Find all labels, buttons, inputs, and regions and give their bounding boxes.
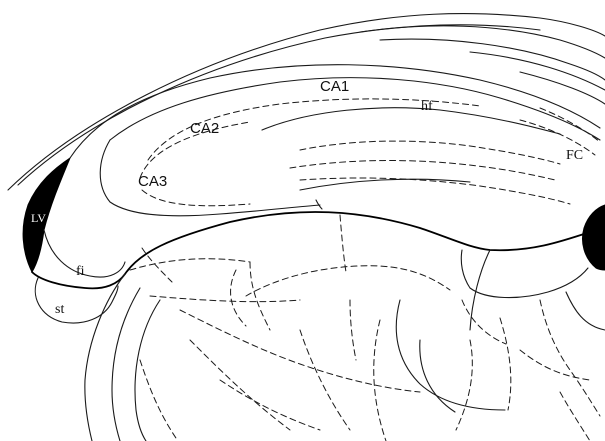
ca1-label: CA1 — [320, 78, 349, 95]
fimbria-contour — [32, 212, 605, 288]
hippocampus-inner-boundary — [110, 78, 600, 140]
hippocampal-fissure — [262, 108, 560, 134]
stria-terminalis-outline — [35, 278, 118, 323]
thalamic-outlines — [85, 250, 605, 441]
ca3-boundary — [100, 140, 320, 216]
hf-label: hf — [421, 99, 433, 114]
fi-label: fi — [76, 264, 85, 279]
ca2-label: CA2 — [190, 120, 219, 137]
lv-label: LV — [31, 211, 46, 225]
ventricle-right — [583, 205, 605, 270]
st-label: st — [55, 302, 64, 317]
cell-layer-dashes — [140, 99, 600, 206]
fc-label: FC — [566, 148, 583, 163]
ca3-label: CA3 — [138, 173, 167, 190]
